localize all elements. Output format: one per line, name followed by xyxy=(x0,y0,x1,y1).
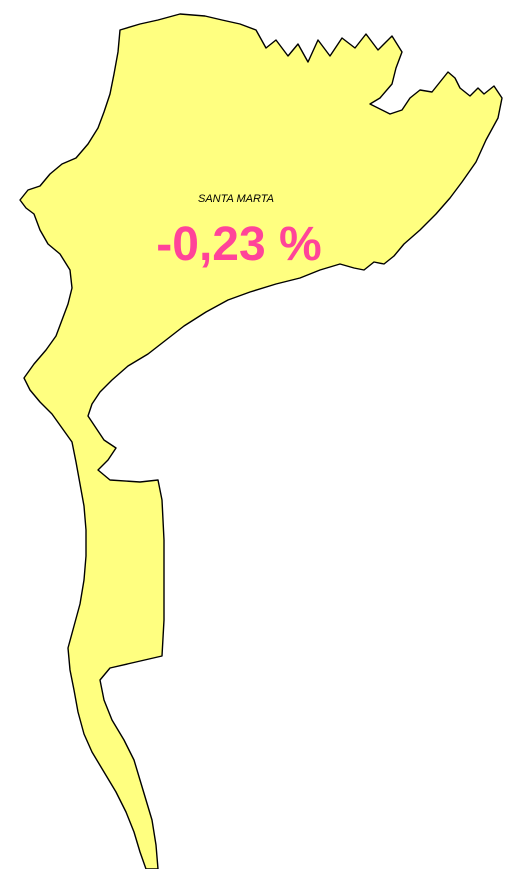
region-name-label: SANTA MARTA xyxy=(198,193,274,205)
santa-marta-region-shape xyxy=(19,13,503,869)
region-value-label: -0,23 % xyxy=(156,218,321,271)
